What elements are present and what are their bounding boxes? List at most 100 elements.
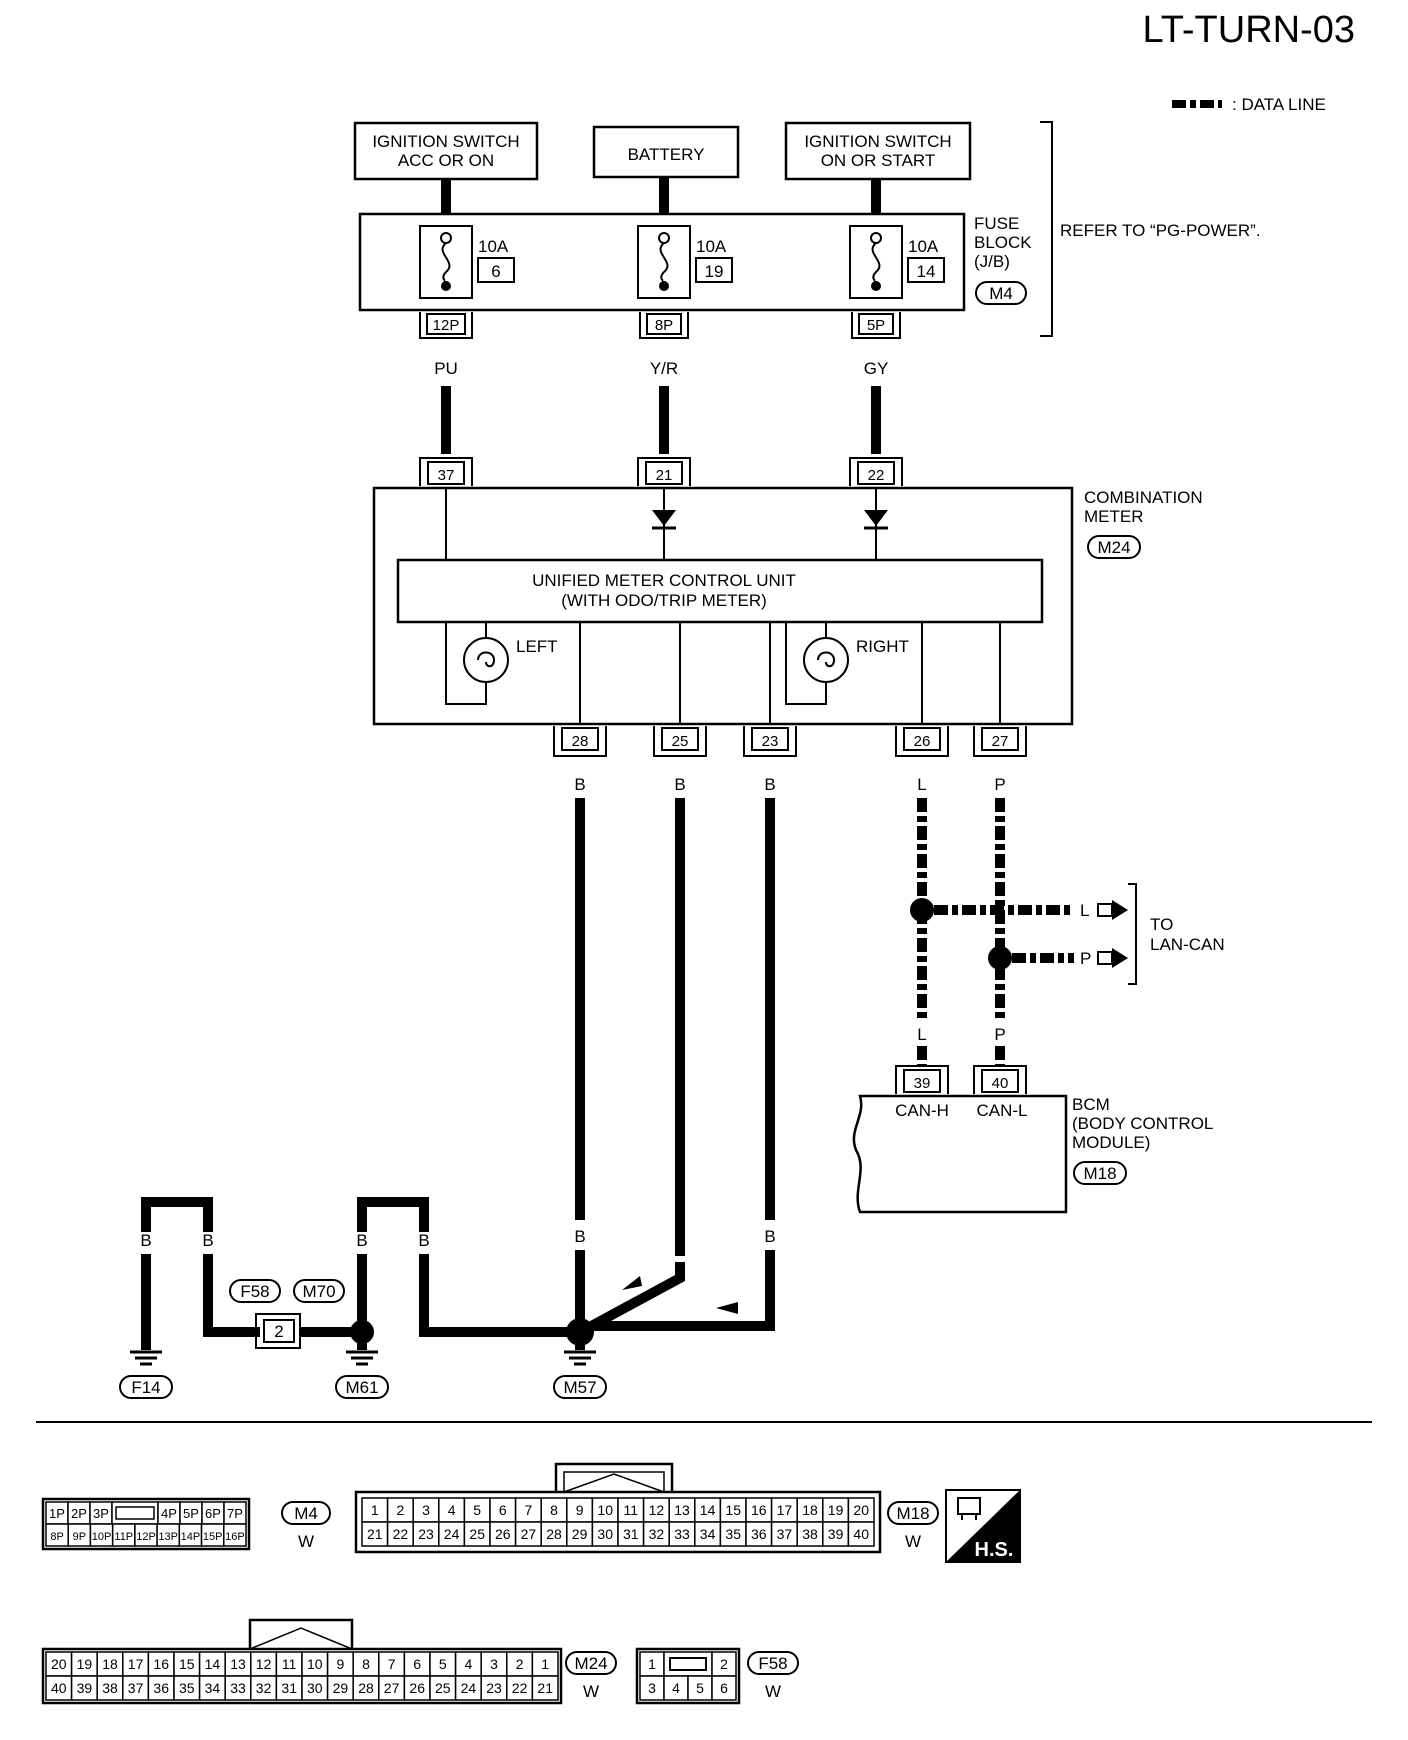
- connector-pin-label: 18: [102, 1656, 118, 1672]
- connector-pin-label: 6: [720, 1680, 728, 1696]
- connector-pin-label: 17: [777, 1502, 793, 1518]
- svg-text:B: B: [202, 1231, 213, 1250]
- meter-pin-25: 25: [672, 733, 689, 750]
- connector-pin-label: 14P: [181, 1531, 201, 1543]
- connector-pin-label: 40: [853, 1526, 869, 1542]
- svg-text:MODULE): MODULE): [1072, 1133, 1150, 1152]
- bcm-pin-39: 39: [914, 1075, 931, 1092]
- lan-can-p-arrow: P: [1080, 948, 1128, 968]
- connector-cavity: [438, 1497, 466, 1523]
- connector-cavity: [540, 1521, 568, 1547]
- connector-cavity: [642, 1497, 670, 1523]
- connector-pin-label: 28: [358, 1680, 374, 1696]
- connector-cavity: [847, 1497, 875, 1523]
- connector-pin-label: 3: [648, 1680, 656, 1696]
- connector-pin-label: 10: [307, 1656, 323, 1672]
- lan-can-l-arrow: L: [1080, 900, 1128, 920]
- connector-pin-label: 5: [473, 1502, 481, 1518]
- connector-pin-label: 13P: [158, 1531, 178, 1543]
- connector-pin-label: 9: [576, 1502, 584, 1518]
- connector-housing: [354, 1490, 882, 1554]
- connector-cavity: [617, 1497, 645, 1523]
- connector-pin-label: 5: [696, 1680, 704, 1696]
- svg-text:10A: 10A: [478, 237, 509, 256]
- connector-pin-label: 9P: [73, 1531, 86, 1543]
- svg-text:IGNITION SWITCH: IGNITION SWITCH: [804, 132, 951, 151]
- wire-color-gy: GY: [864, 359, 889, 378]
- fuse-pin-12p: 12P: [419, 312, 473, 339]
- connector-pin-label: 21: [537, 1680, 553, 1696]
- connector-pin-label: 34: [205, 1680, 221, 1696]
- connector-pin-label: 26: [495, 1526, 511, 1542]
- page-code: LT-TURN-03: [1142, 9, 1355, 51]
- connector-cavity: [198, 1651, 226, 1677]
- connector-pin-label: 7P: [227, 1506, 243, 1521]
- connector-pin-label: 39: [828, 1526, 844, 1542]
- connector-pin-label: 18: [802, 1502, 818, 1518]
- svg-text:(J/B): (J/B): [974, 252, 1010, 271]
- joint-connector-m70: M70: [302, 1282, 335, 1301]
- svg-text:ON OR START: ON OR START: [821, 151, 936, 170]
- connector-pin-label: 23: [418, 1526, 434, 1542]
- connector-pin-label: 4: [672, 1680, 680, 1696]
- connector-pin-label: 22: [393, 1526, 409, 1542]
- connector-cavity: [591, 1497, 619, 1523]
- svg-text:B: B: [764, 1227, 775, 1246]
- connector-m4-color: W: [298, 1532, 314, 1551]
- svg-text:12P: 12P: [433, 317, 460, 334]
- fuse-6: 10A 6: [419, 225, 515, 299]
- connector-pin-label: 29: [333, 1680, 349, 1696]
- connector-pin-label: 11: [282, 1656, 297, 1672]
- connector-cavity: [223, 1523, 247, 1547]
- connector-pin-label: 16: [153, 1656, 169, 1672]
- connector-pin-label: 26: [409, 1680, 425, 1696]
- connector-cavity: [352, 1651, 380, 1677]
- connector-cavity: [463, 1521, 491, 1547]
- svg-text:BATTERY: BATTERY: [628, 145, 705, 164]
- connector-pin-label: 4P: [161, 1506, 177, 1521]
- connector-pin-label: 1P: [49, 1506, 65, 1521]
- connector-pin-label: 5: [439, 1656, 447, 1672]
- connector-cavity: [224, 1651, 252, 1677]
- connector-housing: [41, 1497, 251, 1551]
- connector-m4-id: M4: [294, 1504, 318, 1523]
- connector-pin-label: 34: [700, 1526, 716, 1542]
- connector-pin-label: 33: [674, 1526, 690, 1542]
- connector-cavity: [506, 1675, 534, 1701]
- connector-cavity: [438, 1521, 466, 1547]
- ground-circuit: B B B B F58 M70 2 B B B: [119, 1197, 776, 1399]
- svg-text:B: B: [356, 1231, 367, 1250]
- bcm-connector: M18: [1083, 1164, 1116, 1183]
- svg-text:B: B: [418, 1231, 429, 1250]
- svg-text:CAN-H: CAN-H: [895, 1101, 949, 1120]
- connector-pin-label: 13: [230, 1656, 246, 1672]
- svg-text:B: B: [674, 1227, 685, 1246]
- bcm-pin-40: 40: [992, 1075, 1009, 1092]
- svg-text:P: P: [1080, 949, 1091, 968]
- connector-cavity: [514, 1521, 542, 1547]
- connector-cavity: [796, 1521, 824, 1547]
- connector-pin-label: 10: [597, 1502, 613, 1518]
- connector-pin-label: 3: [490, 1656, 498, 1672]
- connector-pin-label: 31: [623, 1526, 639, 1542]
- fuse-block-label: FUSE: [974, 214, 1019, 233]
- connector-cavity: [454, 1675, 482, 1701]
- connector-f58-id: F58: [758, 1654, 787, 1673]
- ground-icon: [564, 1350, 596, 1366]
- connector-pin-label: 7: [388, 1656, 396, 1672]
- connector-cavity: [198, 1675, 226, 1701]
- connector-pin-label: 6P: [205, 1506, 221, 1521]
- lan-can-label: TO: [1150, 915, 1173, 934]
- connector-pin-label: 6: [413, 1656, 421, 1672]
- meter-pin-27: 27: [992, 733, 1009, 750]
- connector-pin-label: 1: [371, 1502, 379, 1518]
- connector-pin-label: 37: [128, 1680, 144, 1696]
- connector-pin-label: 14: [700, 1502, 716, 1518]
- meter-pin-26: 26: [914, 733, 931, 750]
- connector-cavity: [173, 1651, 201, 1677]
- connector-pin-label: 36: [751, 1526, 767, 1542]
- connector-cavity: [301, 1675, 329, 1701]
- connector-pin-label: 21: [367, 1526, 383, 1542]
- connector-cavity: [489, 1497, 517, 1523]
